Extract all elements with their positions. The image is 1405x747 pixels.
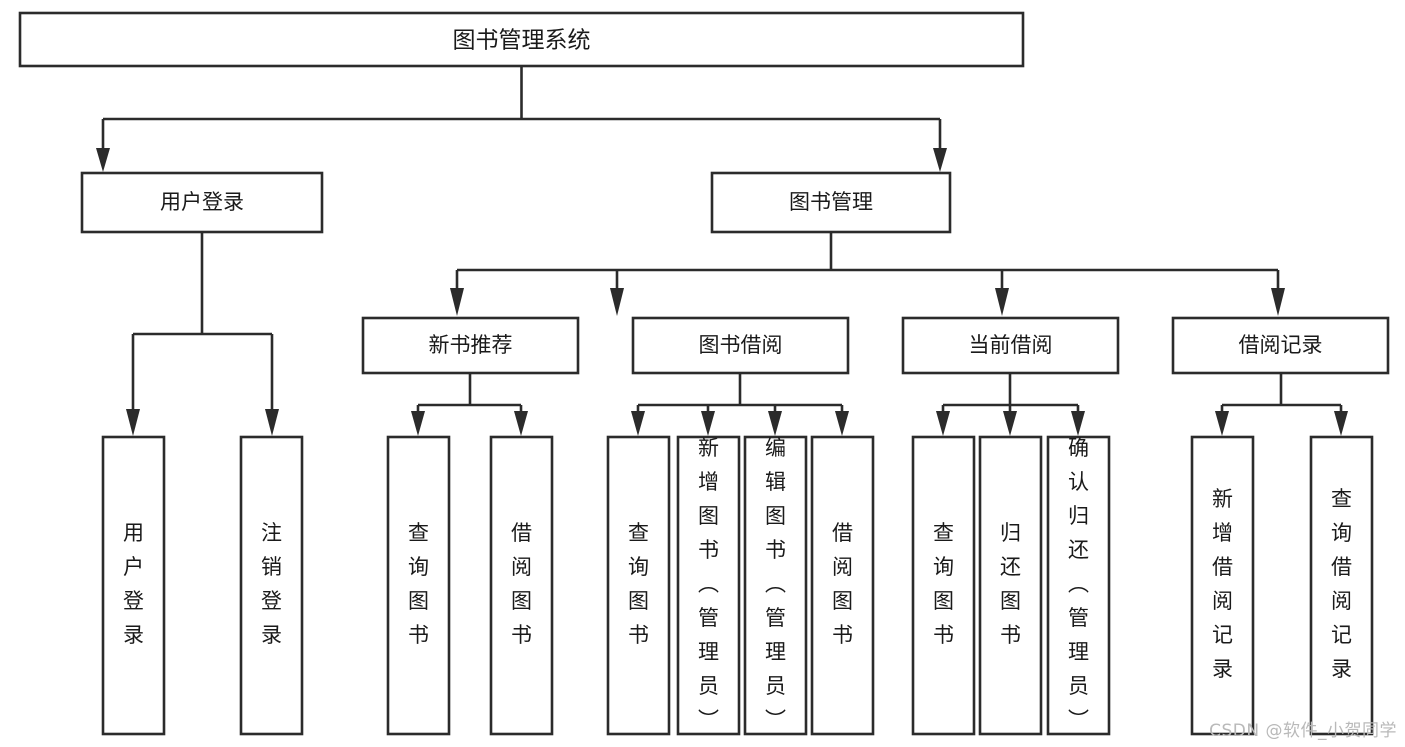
node-book-borrow-label: 图书借阅: [699, 333, 783, 357]
node-leaf-add-book-label: 新增图书︵管理员︶: [698, 436, 719, 732]
node-leaf-return-book-box[interactable]: [978, 435, 1043, 736]
node-new-book-rec[interactable]: 新书推荐: [361, 316, 580, 375]
node-user-login[interactable]: 用户登录: [80, 171, 324, 234]
node-leaf-query-record-box[interactable]: [1309, 435, 1374, 736]
node-leaf-return-book[interactable]: 归还图书: [978, 435, 1043, 736]
node-book-borrow[interactable]: 图书借阅: [631, 316, 850, 375]
node-leaf-user-login[interactable]: 用户登录: [101, 435, 166, 736]
node-leaf-query-book-3-label: 查询图书: [933, 521, 954, 647]
node-root[interactable]: 图书管理系统: [18, 11, 1025, 68]
arrow-icon-userlogin-to-leaf2: [265, 409, 279, 436]
node-current-borrow-label: 当前借阅: [969, 333, 1053, 357]
node-leaf-add-record[interactable]: 新增借阅记录: [1190, 435, 1255, 736]
arrow-icon-root-to-userlogin: [96, 148, 110, 172]
node-leaf-query-book-2[interactable]: 查询图书: [606, 435, 671, 736]
node-root-box[interactable]: [18, 11, 1025, 68]
node-leaf-add-book-box[interactable]: [676, 435, 741, 736]
arrow-icon-bookmanage-to-currentborrow: [995, 288, 1009, 316]
node-leaf-add-record-label: 新增借阅记录: [1212, 487, 1233, 681]
node-leaf-query-book-1[interactable]: 查询图书: [386, 435, 451, 736]
arrow-icon-currentborrow-to-leaf1: [936, 411, 950, 436]
arrow-icon-bookborrow-to-leaf4: [835, 411, 849, 436]
arrow-icon-userlogin-to-leaf1: [126, 409, 140, 436]
node-borrow-record-box[interactable]: [1171, 316, 1390, 375]
node-leaf-user-logout-label: 注销登录: [261, 521, 282, 647]
node-root-label: 图书管理系统: [453, 28, 591, 54]
node-leaf-confirm-return-label: 确认归还︵管理员︶: [1068, 436, 1089, 732]
node-leaf-query-book-2-box[interactable]: [606, 435, 671, 736]
arrow-icon-bookborrow-to-leaf2: [701, 411, 715, 436]
node-leaf-confirm-return-box[interactable]: [1046, 435, 1111, 736]
node-book-manage-box[interactable]: [710, 171, 952, 234]
node-leaf-edit-book[interactable]: 编辑图书︵管理员︶: [743, 435, 808, 736]
arrow-icon-currentborrow-to-leaf2: [1003, 411, 1017, 436]
node-borrow-record-label: 借阅记录: [1239, 333, 1323, 357]
arrow-icon-root-to-bookmanage: [933, 148, 947, 172]
node-book-manage-label: 图书管理: [789, 190, 873, 214]
node-leaf-borrow-book-1[interactable]: 借阅图书: [489, 435, 554, 736]
node-leaf-query-book-2-label: 查询图书: [628, 521, 649, 647]
arrow-icon-bookmanage-to-borrowrecord: [1271, 288, 1285, 316]
node-leaf-borrow-book-1-box[interactable]: [489, 435, 554, 736]
node-leaf-add-book[interactable]: 新增图书︵管理员︶: [676, 435, 741, 736]
node-leaf-user-logout-box[interactable]: [239, 435, 304, 736]
node-leaf-borrow-book-2[interactable]: 借阅图书: [810, 435, 875, 736]
arrow-icon-borrowrecord-to-leaf1: [1215, 411, 1229, 436]
node-leaf-query-record[interactable]: 查询借阅记录: [1309, 435, 1374, 736]
node-leaf-user-login-label: 用户登录: [123, 521, 144, 647]
node-leaf-query-book-1-box[interactable]: [386, 435, 451, 736]
arrow-icon-bookborrow-to-leaf3: [768, 411, 782, 436]
node-new-book-rec-box[interactable]: [361, 316, 580, 375]
arrow-icon-currentborrow-to-leaf3: [1071, 411, 1085, 436]
node-borrow-record[interactable]: 借阅记录: [1171, 316, 1390, 375]
node-leaf-confirm-return[interactable]: 确认归还︵管理员︶: [1046, 435, 1111, 736]
node-leaf-return-book-label: 归还图书: [1000, 521, 1021, 647]
arrow-icon-bookmanage-to-newbook: [450, 288, 464, 316]
node-user-login-label: 用户登录: [160, 190, 244, 214]
watermark-credit: CSDN @软件_小贺同学: [1209, 721, 1397, 741]
node-leaf-borrow-book-1-label: 借阅图书: [511, 521, 532, 647]
arrow-icon-borrowrecord-to-leaf2: [1334, 411, 1348, 436]
node-new-book-rec-label: 新书推荐: [429, 333, 513, 357]
node-leaf-edit-book-box[interactable]: [743, 435, 808, 736]
node-leaf-edit-book-label: 编辑图书︵管理员︶: [765, 436, 786, 732]
node-leaf-query-book-3-box[interactable]: [911, 435, 976, 736]
node-leaf-user-logout[interactable]: 注销登录: [239, 435, 304, 736]
node-leaf-user-login-box[interactable]: [101, 435, 166, 736]
arrow-icon-newbook-to-leaf1: [411, 411, 425, 436]
connector-layer: [101, 66, 1343, 412]
arrowhead-layer: [96, 148, 1348, 436]
node-leaf-query-book-1-label: 查询图书: [408, 521, 429, 647]
node-current-borrow[interactable]: 当前借阅: [901, 316, 1120, 375]
node-user-login-box[interactable]: [80, 171, 324, 234]
node-book-borrow-box[interactable]: [631, 316, 850, 375]
node-leaf-query-book-3[interactable]: 查询图书: [911, 435, 976, 736]
arrow-icon-newbook-to-leaf2: [514, 411, 528, 436]
node-current-borrow-box[interactable]: [901, 316, 1120, 375]
node-leaf-add-record-box[interactable]: [1190, 435, 1255, 736]
arrow-icon-bookborrow-to-leaf1: [631, 411, 645, 436]
node-book-manage[interactable]: 图书管理: [710, 171, 952, 234]
node-leaf-query-record-label: 查询借阅记录: [1331, 487, 1352, 681]
node-leaf-borrow-book-2-box[interactable]: [810, 435, 875, 736]
node-leaf-borrow-book-2-label: 借阅图书: [832, 521, 853, 647]
arrow-icon-bookmanage-to-bookborrow: [610, 288, 624, 316]
